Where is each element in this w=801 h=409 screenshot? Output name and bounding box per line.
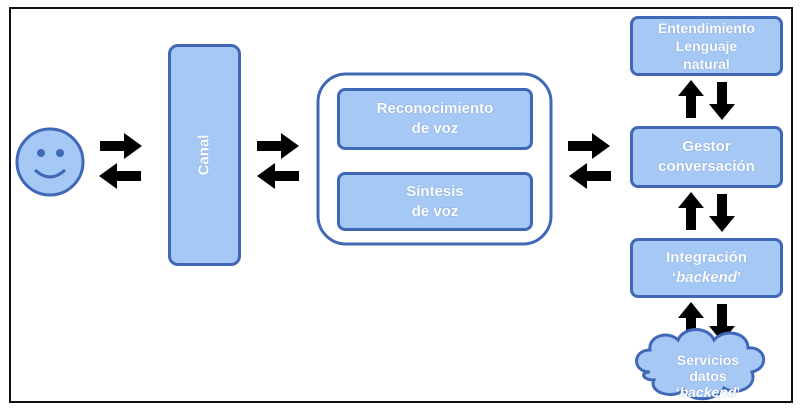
arrow-voice-to-canal [257, 163, 299, 189]
arrow-gestor-to-integracion [709, 194, 735, 232]
integracion-backend-label: ‘backend’ [671, 269, 742, 286]
entendimiento-label: Entendimiento Lenguaje natural [657, 20, 756, 72]
arrow-integracion-to-gestor [678, 192, 704, 230]
arrow-entendimiento-to-gestor [709, 82, 735, 120]
smiley-face-icon [15, 127, 85, 197]
arrow-canal-to-voice [257, 133, 299, 159]
datos-label: datos [689, 368, 727, 384]
arrow-gestor-to-entendimiento [678, 80, 704, 118]
arrow-voice-to-gestor [568, 133, 610, 159]
integracion-box: Integración ‘backend’ [630, 238, 783, 298]
sintesis-voz-label: Síntesis de voz [406, 182, 464, 220]
integracion-label: Integración [666, 249, 747, 266]
sintesis-voz-box: Síntesis de voz [337, 172, 533, 231]
servicios-label-group: Servicios datos ‘backend’ [648, 348, 768, 404]
reconocimiento-voz-label: Reconocimiento de voz [376, 100, 494, 137]
arrow-user-to-canal [100, 133, 142, 159]
servicios-backend-label: ‘backend’ [675, 384, 741, 400]
arrow-canal-to-user [99, 163, 141, 189]
gestor-label: Gestor conversación [658, 138, 755, 175]
gestor-box: Gestor conversación [630, 126, 783, 188]
arrow-gestor-to-voice [569, 163, 611, 189]
entendimiento-box: Entendimiento Lenguaje natural [630, 16, 783, 76]
canal-box: Canal [168, 44, 241, 266]
servicios-label: Servicios [676, 352, 740, 368]
cloud-shape-icon [635, 328, 765, 401]
canal-label: Canal [195, 134, 213, 176]
reconocimiento-voz-box: Reconocimiento de voz [337, 88, 533, 150]
